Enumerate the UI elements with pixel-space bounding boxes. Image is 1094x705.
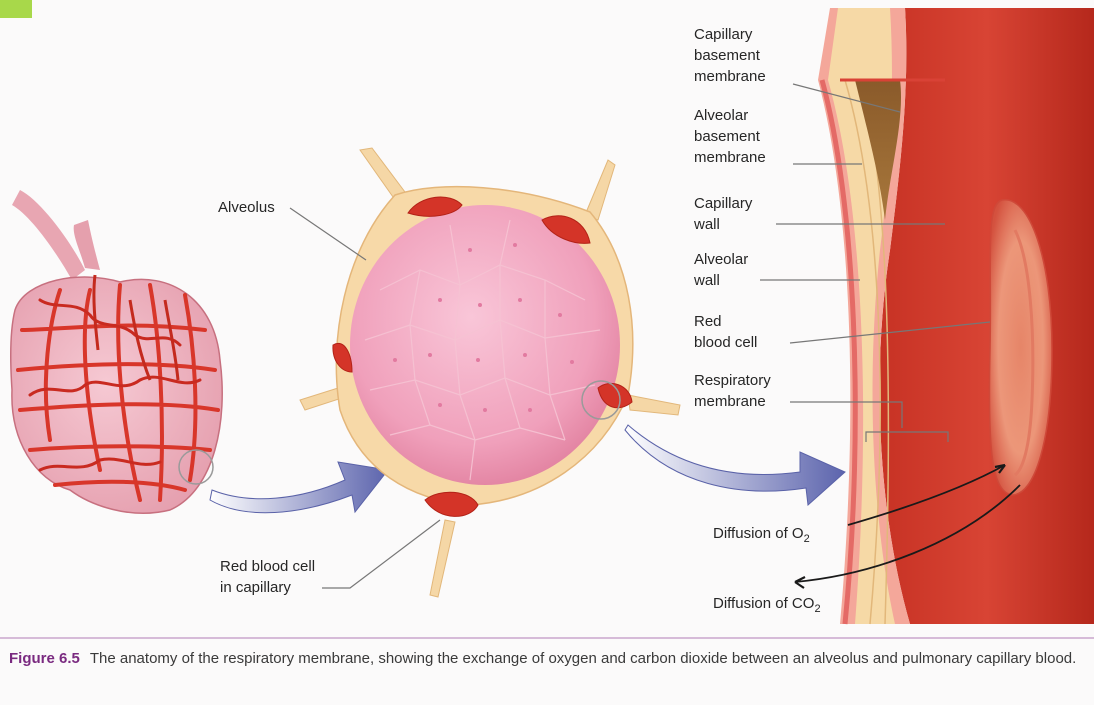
caption-text: The anatomy of the respiratory membrane,…	[90, 650, 1076, 667]
label-red-blood-cell-in-capillary: Red blood cell in capillary	[220, 556, 315, 598]
label-alveolus: Alveolus	[218, 197, 275, 218]
zoom-arrow-1	[210, 462, 388, 513]
label-red-blood-cell: Red blood cell	[694, 311, 757, 353]
label-capillary-basement-membrane: Capillary basement membrane	[694, 24, 766, 87]
figure-caption: Figure 6.5 The anatomy of the respiratory…	[9, 648, 1089, 670]
label-alveolar-basement-membrane: Alveolar basement membrane	[694, 105, 766, 168]
alveolus-illustration	[300, 148, 680, 597]
label-diffusion-co2: Diffusion of CO2	[713, 593, 821, 620]
label-alveolar-wall: Alveolar wall	[694, 249, 748, 291]
label-respiratory-membrane: Respiratory membrane	[694, 370, 771, 412]
zoom-arrow-2	[625, 425, 845, 505]
label-capillary-wall: Capillary wall	[694, 193, 752, 235]
membrane-cross-section	[818, 8, 1094, 624]
alveolar-sac-illustration	[11, 190, 222, 513]
label-diffusion-o2: Diffusion of O2	[713, 523, 810, 550]
figure-number: Figure 6.5	[9, 650, 80, 667]
